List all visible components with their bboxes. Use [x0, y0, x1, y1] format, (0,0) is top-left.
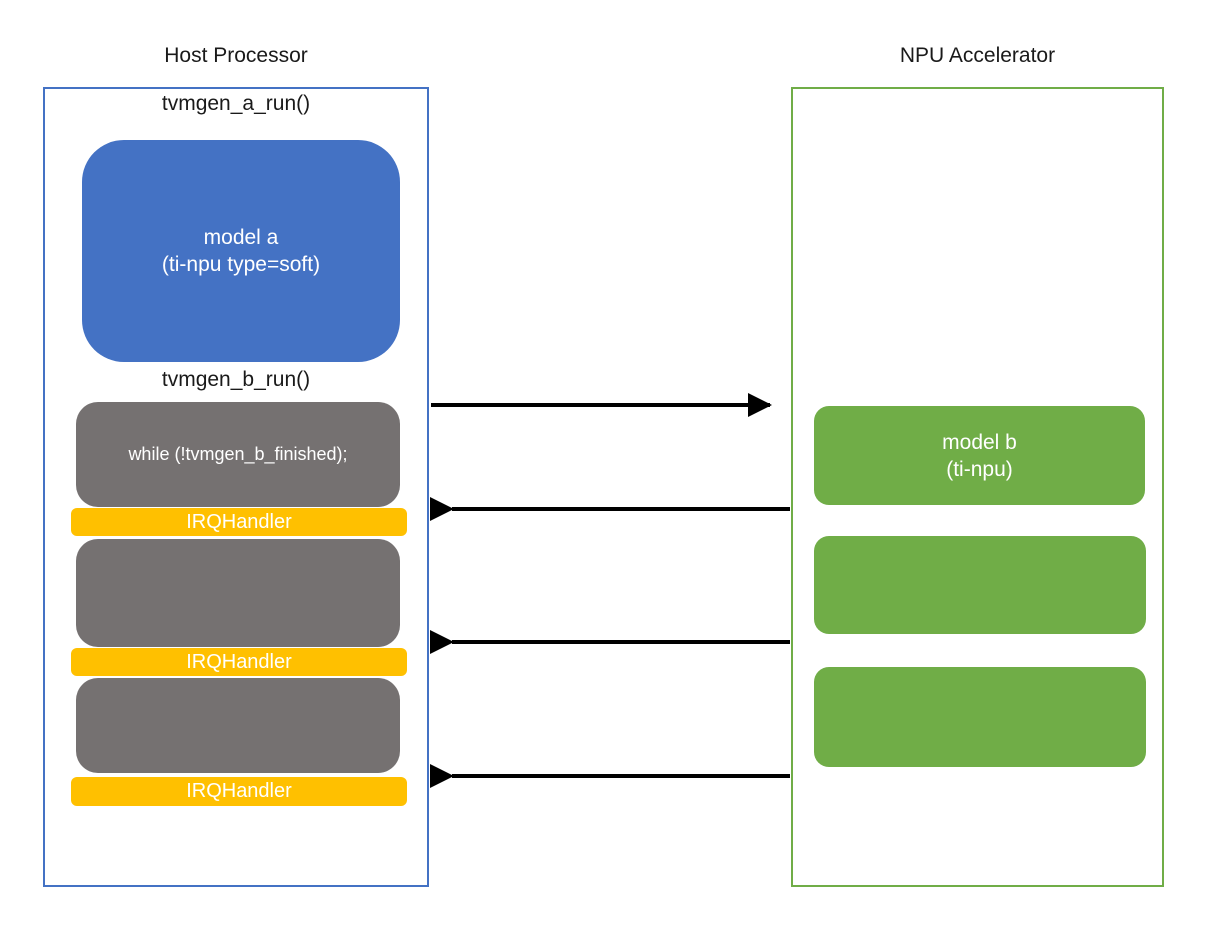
irq-handler-bar-2: IRQHandler — [71, 648, 407, 676]
host-step-node-3 — [76, 678, 400, 773]
model-b-name: model b — [942, 430, 1017, 454]
tvmgen-a-run-label: tvmgen_a_run() — [161, 92, 311, 115]
tvmgen-b-run-label: tvmgen_b_run() — [161, 368, 311, 391]
npu-step-node-2 — [814, 536, 1146, 634]
model-a-node: model a (ti-npu type=soft) — [82, 140, 400, 362]
irq-handler-bar-1: IRQHandler — [71, 508, 407, 536]
host-step-node-2 — [76, 539, 400, 647]
npu-step-node-3 — [814, 667, 1146, 767]
irq-handler-bar-3: IRQHandler — [71, 777, 407, 806]
irq-handler-label-2: IRQHandler — [186, 650, 292, 673]
model-b-target: (ti-npu) — [946, 457, 1013, 481]
model-a-target: (ti-npu type=soft) — [161, 253, 321, 276]
npu-accelerator-title: NPU Accelerator — [899, 44, 1056, 67]
irq-handler-label-1: IRQHandler — [186, 510, 292, 533]
host-processor-title: Host Processor — [164, 44, 308, 67]
model-a-name: model a — [203, 226, 279, 249]
busy-wait-code: while (!tvmgen_b_finished); — [128, 444, 348, 464]
irq-handler-label-3: IRQHandler — [186, 780, 292, 802]
model-b-node: model b (ti-npu) — [814, 406, 1145, 505]
busy-wait-node: while (!tvmgen_b_finished); — [76, 402, 400, 507]
